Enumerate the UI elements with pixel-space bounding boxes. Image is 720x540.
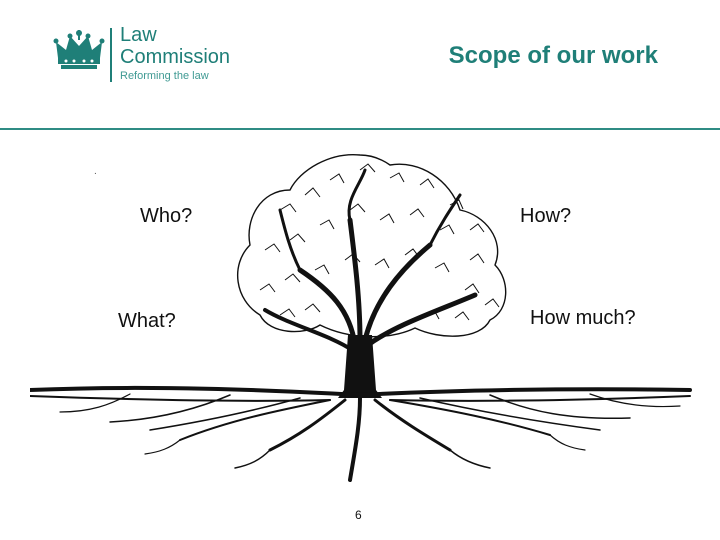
question-how: How?: [520, 205, 572, 227]
law-commission-logo: Law Commission Reforming the law: [52, 24, 272, 90]
logo-divider: [110, 28, 112, 82]
tree-trunk: [338, 335, 382, 398]
tree-illustration: [30, 154, 692, 482]
header-rule: [0, 128, 720, 130]
question-who: Who?: [140, 205, 193, 227]
question-how-much: How much?: [530, 307, 636, 329]
brand-tagline: Reforming the law: [120, 70, 209, 82]
question-what: What?: [118, 310, 176, 332]
tree-roots: [30, 385, 692, 482]
slide-title: Scope of our work: [448, 42, 658, 69]
brand-name-line1: Law: [120, 24, 157, 46]
tree-branches: [263, 168, 478, 352]
crown-icon: [53, 30, 105, 69]
stray-dot: .: [94, 166, 97, 177]
tree-canopy: [236, 154, 507, 338]
brand-name-line2: Commission: [120, 46, 231, 68]
page-number: 6: [355, 508, 362, 522]
